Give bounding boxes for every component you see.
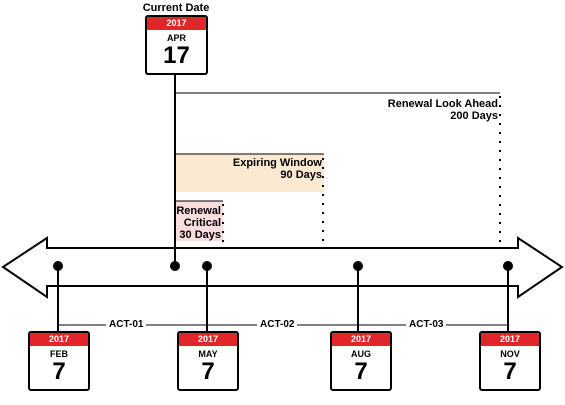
current-date-heading: Current Date [142, 2, 210, 14]
critical-window-title-2: Critical [183, 217, 221, 229]
current-date-calendar-icon: 2017 APR 17 [145, 15, 208, 75]
milestone-calendar-icon-3: 2017 AUG 7 [330, 331, 392, 391]
timeline-arrow [1, 236, 564, 299]
critical-window-header-fill [176, 201, 223, 241]
calendar-day: 7 [503, 358, 517, 385]
milestone-dot-1 [53, 261, 63, 271]
milestone-dot-4 [503, 261, 513, 271]
lookahead-window-title: Renewal Look Ahead [387, 98, 498, 110]
calendar-year: 2017 [179, 333, 237, 346]
calendar-year: 2017 [147, 17, 206, 30]
calendar-month: APR [166, 33, 186, 43]
calendar-year: 2017 [30, 333, 88, 346]
expiring-window-title: Expiring Window [232, 157, 322, 169]
activity-label-1: ACT-01 [106, 319, 147, 331]
calendar-year: 2017 [332, 333, 390, 346]
calendar-month: MAY [198, 349, 218, 359]
calendar-month: NOV [500, 349, 520, 359]
critical-window-duration: 30 Days [179, 229, 221, 241]
calendar-day: 7 [52, 358, 66, 385]
milestone-dot-3 [353, 261, 363, 271]
calendar-month: AUG [351, 349, 371, 359]
milestone-calendar-icon-4: 2017 NOV 7 [479, 331, 541, 391]
expiring-window-label: Expiring Window 90 Days [200, 157, 322, 181]
milestone-dot-2 [202, 261, 212, 271]
critical-window-label: Renewal Critical 30 Days [172, 205, 221, 241]
calendar-month: FEB [50, 349, 68, 359]
lookahead-window-label: Renewal Look Ahead 200 Days [360, 98, 498, 122]
activity-label-2: ACT-02 [257, 319, 298, 331]
milestone-calendar-icon-1: 2017 FEB 7 [28, 331, 90, 391]
calendar-day: 17 [163, 42, 190, 69]
critical-window-title-1: Renewal [176, 205, 221, 217]
expiring-window-header-fill [176, 154, 324, 192]
activity-label-3: ACT-03 [406, 319, 447, 331]
expiring-window-duration: 90 Days [280, 169, 322, 181]
calendar-day: 7 [354, 358, 368, 385]
milestone-calendar-icon-2: 2017 MAY 7 [177, 331, 239, 391]
lookahead-window-duration: 200 Days [450, 110, 498, 122]
current-date-dot [170, 261, 180, 271]
calendar-day: 7 [201, 358, 215, 385]
calendar-year: 2017 [481, 333, 539, 346]
